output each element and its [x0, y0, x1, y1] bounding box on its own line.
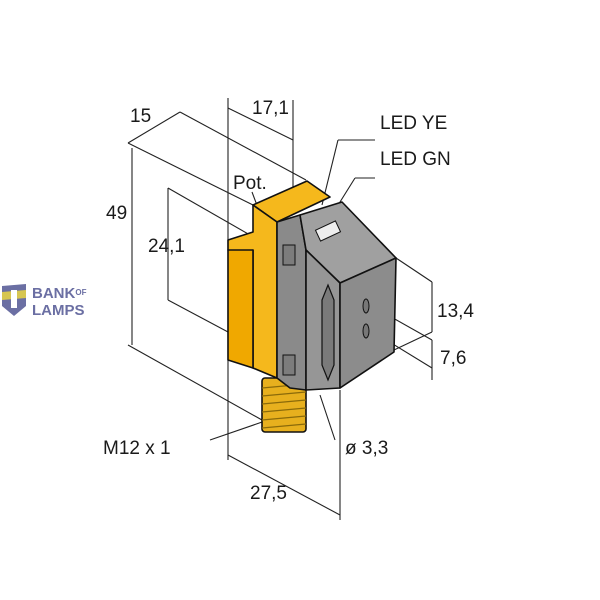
- led-ye-label: LED YE: [380, 113, 447, 134]
- dim-15-label: 15: [130, 106, 151, 127]
- dim-27-5-label: 27,5: [250, 483, 287, 504]
- m12-connector-thread: [261, 377, 307, 433]
- bank-of-lamps-logo: BANKOF LAMPS: [2, 284, 87, 319]
- led-gn-label: LED GN: [380, 149, 451, 170]
- yellow-housing: [227, 180, 331, 379]
- gray-sensor-body: [276, 201, 397, 391]
- dim-17-1-label: 17,1: [252, 98, 289, 119]
- pot-label: Pot.: [233, 173, 267, 194]
- dim-49-label: 49: [106, 203, 127, 224]
- thread-label: M12 x 1: [103, 438, 171, 459]
- svg-text:BANKOF: BANKOF: [32, 285, 87, 302]
- dim-13-4-label: 13,4: [437, 301, 474, 322]
- dim-7-6-label: 7,6: [440, 348, 466, 369]
- diameter-label: ø 3,3: [345, 438, 388, 459]
- svg-text:LAMPS: LAMPS: [32, 302, 85, 319]
- dim-24-1-label: 24,1: [148, 236, 185, 257]
